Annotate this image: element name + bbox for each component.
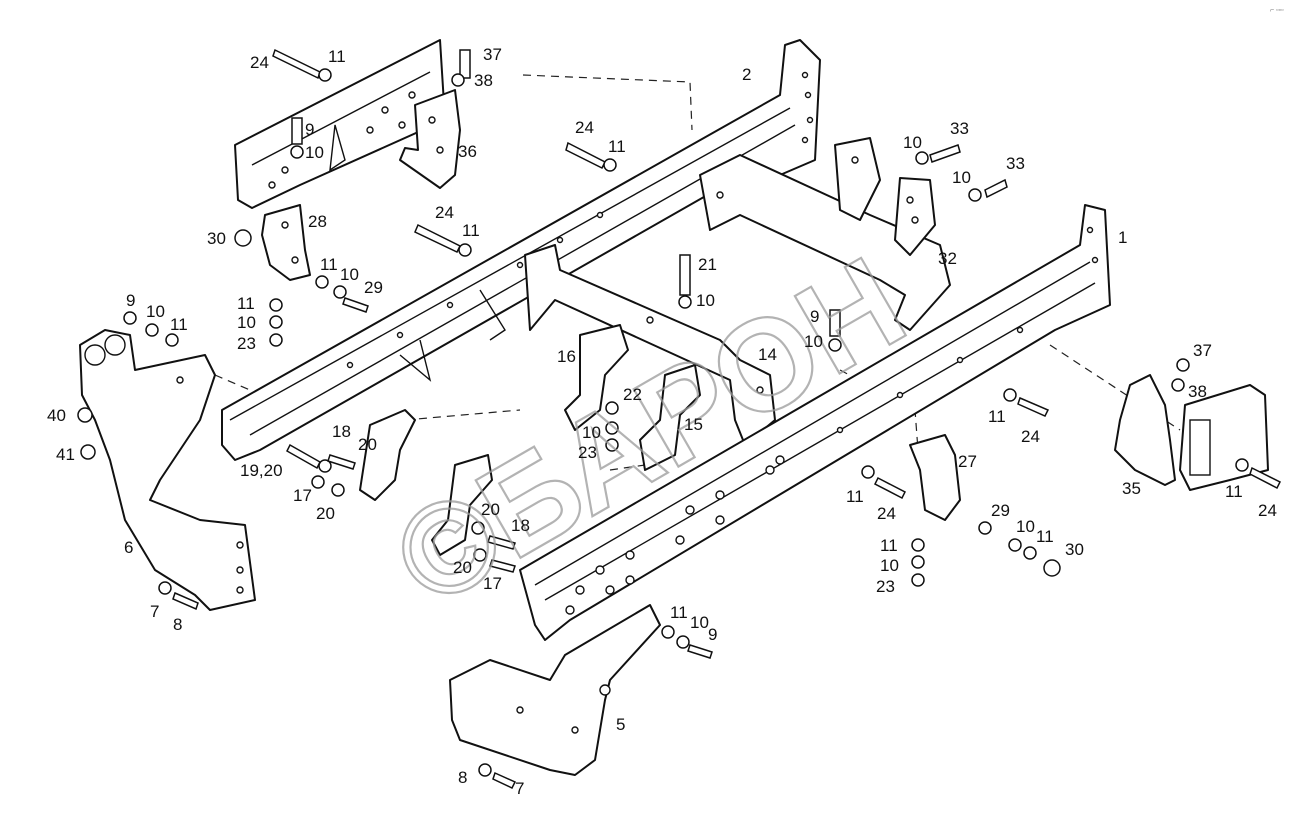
callout: 10 [1016,517,1035,536]
callout: 17 [293,486,312,505]
callout: 7 [515,779,524,798]
bracket-27 [909,434,961,521]
callout: 10 [582,423,601,442]
callout: 29 [991,501,1010,520]
callout: 24 [250,53,269,72]
callout: 11 [170,315,188,334]
callout: 11 [1036,527,1054,546]
bracket-16 [564,324,629,431]
callout: 30 [207,229,226,248]
side-member-1 [519,204,1111,641]
callout: 2 [742,65,751,84]
callout: 9 [126,291,135,310]
callout: 38 [474,71,493,90]
callout: 28 [308,212,327,231]
callout: 8 [458,768,467,787]
callout: 6 [124,538,133,557]
callout: 20 [481,500,500,519]
callout: 10 [237,313,256,332]
callout: 23 [578,443,597,462]
bracket-28 [261,204,311,281]
callout: 11 [670,603,688,622]
side-member-2 [221,39,821,461]
callout: 11 [608,137,626,156]
callout: 24 [1258,501,1277,520]
callout: 16 [557,347,576,366]
callout: 18 [332,422,351,441]
callout: 15 [684,415,703,434]
callout: 10 [804,332,823,351]
callout: 30 [1065,540,1084,559]
callout: 10 [952,168,971,187]
callout: 35 [1122,479,1141,498]
callout: 10 [690,613,709,632]
callout: 10 [305,143,324,162]
callout: 20 [316,504,335,523]
callout: 9 [810,307,819,326]
callout: 20 [453,558,472,577]
callout: 10 [903,133,922,152]
callout: 10 [340,265,359,284]
callout: 11 [988,407,1006,426]
bracket-20-center [431,454,493,556]
callout: 24 [877,504,896,523]
callout: 37 [483,45,502,64]
callout: 32 [938,249,957,268]
upper-left-rail-section [234,39,446,209]
callout: 11 [846,487,864,506]
callout: 22 [623,385,642,404]
callout: 10 [146,302,165,321]
callout: 11 [462,221,480,240]
callout: 17 [483,574,502,593]
callout: 9 [708,625,717,644]
bracket-20-left [359,409,416,501]
callout: 11 [320,255,338,274]
corner-mark: ⌐ ▫▫▫ [1270,7,1283,14]
callout: 19,20 [240,461,283,480]
callout: 36 [458,142,477,161]
callout: 8 [173,615,182,634]
callout: 18 [511,516,530,535]
callout: 41 [56,445,75,464]
callout: 11 [1225,482,1243,501]
callout: 10 [880,556,899,575]
bracket-36 [399,89,461,189]
callout: 24 [435,203,454,222]
callout: 20 [358,435,377,454]
callout: 40 [47,406,66,425]
front-bracket-6 [79,329,256,611]
cross-member-14 [524,244,776,446]
fasteners [77,48,1282,789]
front-bracket-5 [449,604,661,776]
callout: 33 [1006,154,1025,173]
bracket-15 [639,364,701,471]
callout: 27 [958,452,977,471]
callout: 33 [950,119,969,138]
callout: 1 [1118,228,1127,247]
callout: 37 [1193,341,1212,360]
callout: 23 [237,334,256,353]
callout: 7 [150,602,159,621]
callout: 5 [616,715,625,734]
callout: 24 [1021,427,1040,446]
callout: 38 [1188,382,1207,401]
callout: 23 [876,577,895,596]
callout: 21 [698,255,717,274]
callout-labels: 1 2 5 6 7 8 8 7 9 10 11 9 10 9 10 11 10 … [47,45,1277,798]
cross-member-32 [699,137,951,331]
callout: 24 [575,118,594,137]
callout: 9 [305,120,314,139]
callout: 11 [237,294,255,313]
callout: 11 [880,536,898,555]
callout: 29 [364,278,383,297]
callout: 11 [328,47,346,66]
callout: 14 [758,345,777,364]
callout: 10 [696,291,715,310]
